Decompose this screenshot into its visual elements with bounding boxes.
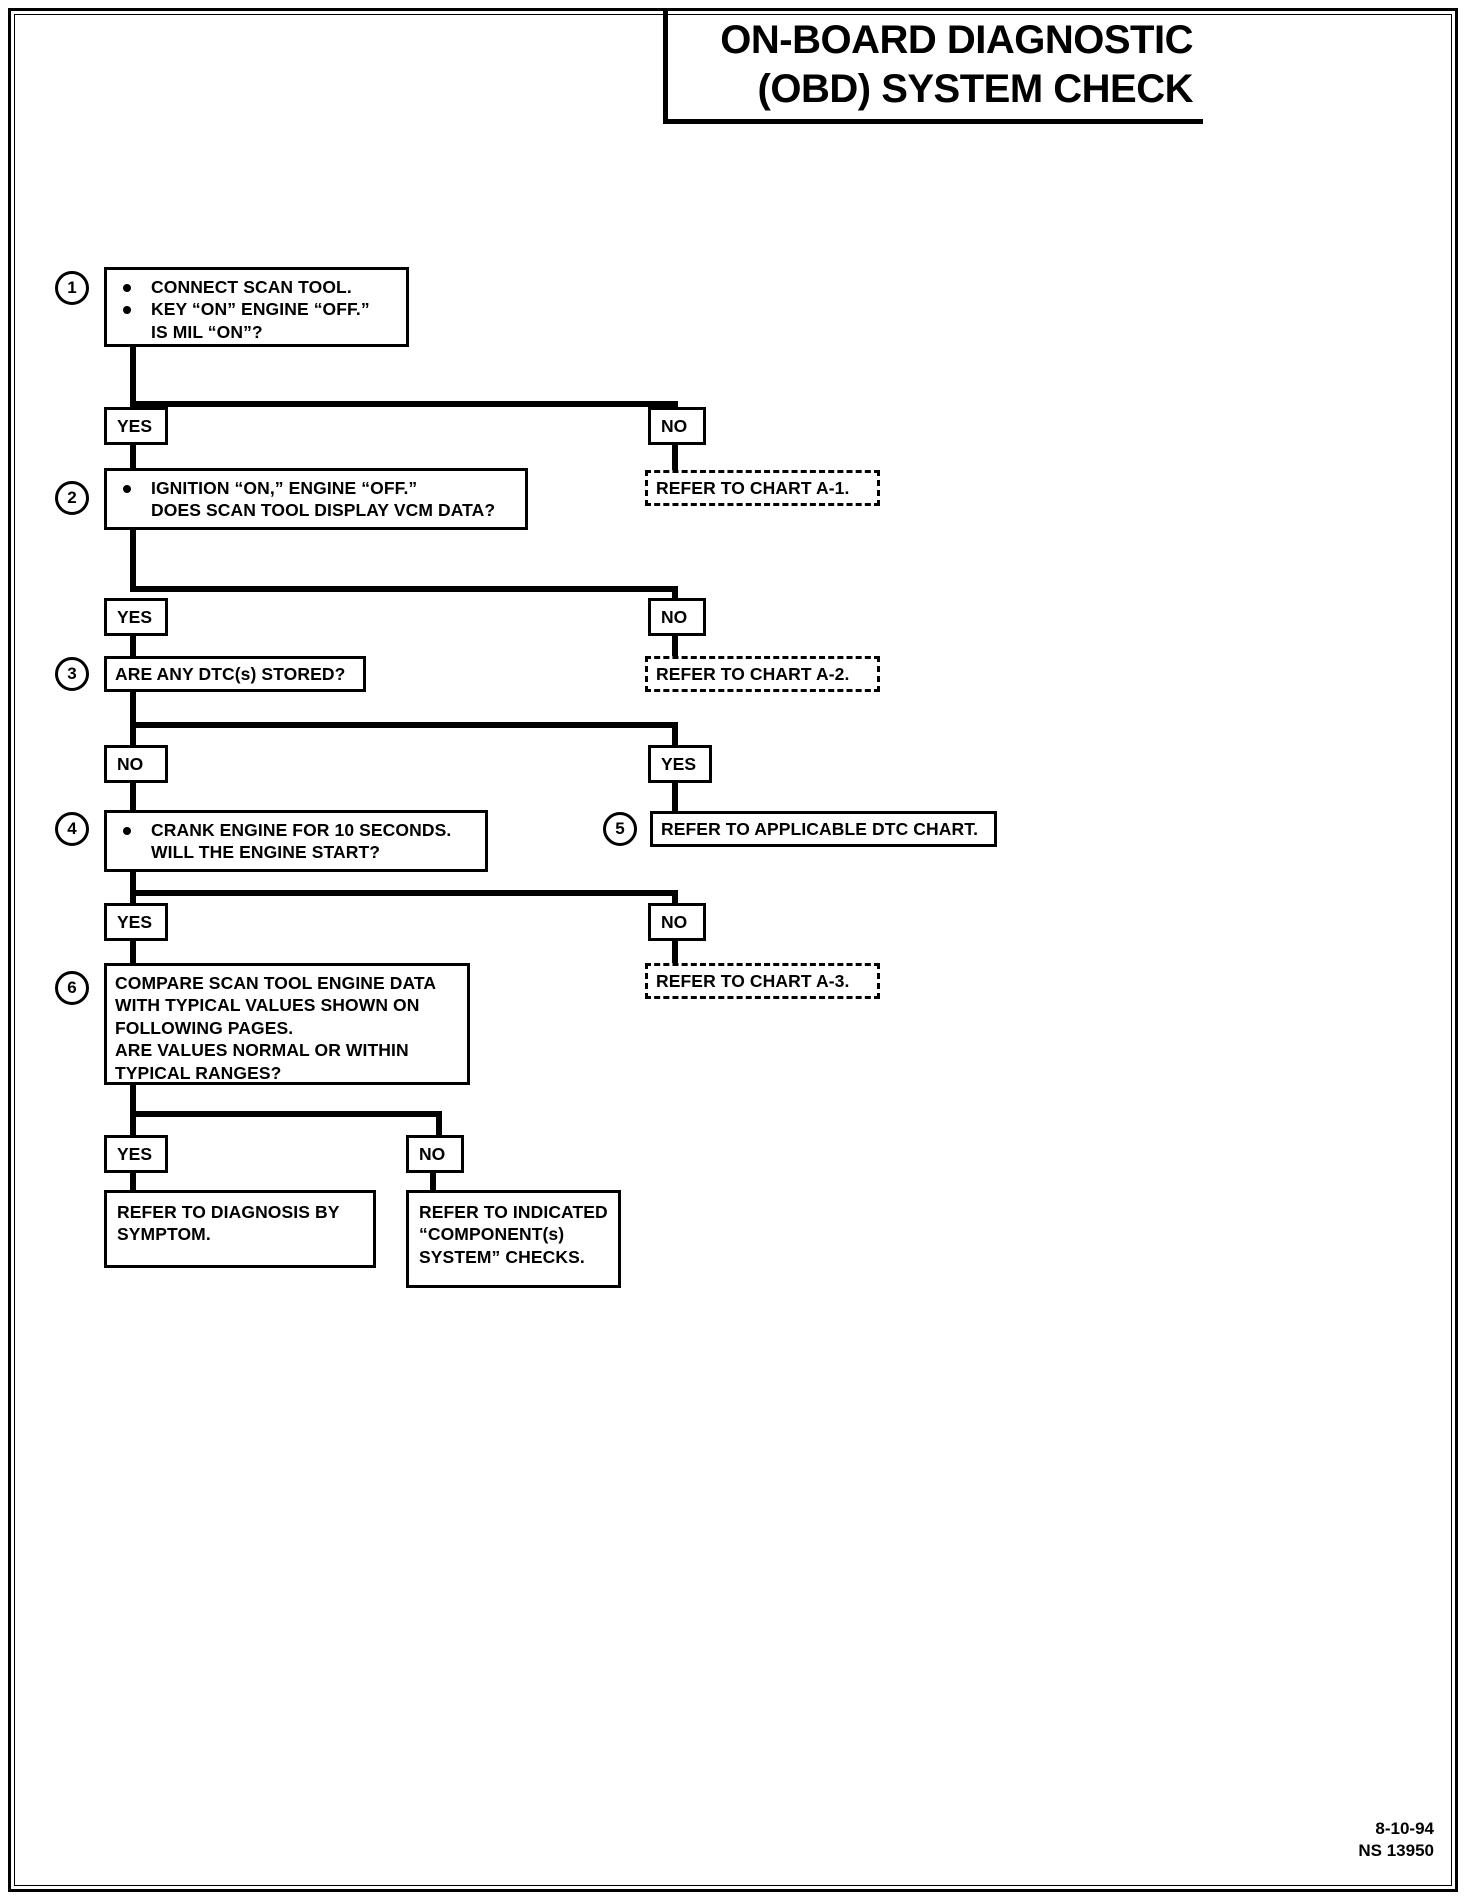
connector-yes3-down bbox=[672, 783, 678, 811]
connector-step2-down bbox=[130, 530, 136, 592]
result-diagnosis-by-symptom: REFER TO DIAGNOSIS BY SYMPTOM. bbox=[104, 1190, 376, 1268]
bullet-icon bbox=[123, 485, 131, 493]
result-diagnosis-line-2: SYMPTOM. bbox=[117, 1224, 211, 1245]
footer-code: NS 13950 bbox=[1358, 1840, 1434, 1860]
step-2-box: IGNITION “ON,” ENGINE “OFF.” DOES SCAN T… bbox=[104, 468, 528, 530]
footer-date: 8-10-94 bbox=[1375, 1818, 1434, 1838]
page-outer-border bbox=[8, 8, 1458, 1892]
branch-4-yes: YES bbox=[104, 903, 168, 941]
branch-3-yes: YES bbox=[648, 745, 712, 783]
reference-chart-a3: REFER TO CHART A-3. bbox=[645, 963, 880, 999]
branch-2-yes: YES bbox=[104, 598, 168, 636]
connector-no1-down bbox=[672, 445, 678, 471]
step-2-list: IGNITION “ON,” ENGINE “OFF.” DOES SCAN T… bbox=[117, 477, 516, 522]
step-6-line-4: ARE VALUES NORMAL OR WITHIN bbox=[115, 1040, 409, 1061]
step-2-line-1: IGNITION “ON,” ENGINE “OFF.” bbox=[117, 477, 516, 499]
connector-step6-across bbox=[130, 1111, 442, 1117]
connector-yes6-down bbox=[130, 1173, 136, 1193]
connector-step4-across bbox=[130, 890, 678, 896]
step-4-box: CRANK ENGINE FOR 10 SECONDS. WILL THE EN… bbox=[104, 810, 488, 872]
step-1-line-3: IS MIL “ON”? bbox=[151, 321, 263, 342]
connector-no4-down bbox=[672, 941, 678, 966]
connector-yes2-down bbox=[130, 636, 136, 658]
branch-3-no: NO bbox=[104, 745, 168, 783]
step-3-line-1: ARE ANY DTC(s) STORED? bbox=[115, 664, 346, 684]
step-1-list: CONNECT SCAN TOOL. KEY “ON” ENGINE “OFF.… bbox=[117, 276, 397, 343]
branch-4-no: NO bbox=[648, 903, 706, 941]
branch-6-yes: YES bbox=[104, 1135, 168, 1173]
reference-chart-a2: REFER TO CHART A-2. bbox=[645, 656, 880, 692]
connector-step3-across bbox=[130, 722, 678, 728]
connector-step2-across bbox=[130, 586, 678, 592]
connector-no2-down bbox=[672, 636, 678, 658]
page-inner-border bbox=[14, 14, 1452, 1886]
title-line-2: (OBD) SYSTEM CHECK bbox=[757, 67, 1194, 111]
reference-chart-a1-label: REFER TO CHART A-1. bbox=[656, 478, 850, 498]
reference-chart-a2-label: REFER TO CHART A-2. bbox=[656, 664, 850, 684]
step-1-box: CONNECT SCAN TOOL. KEY “ON” ENGINE “OFF.… bbox=[104, 267, 409, 347]
branch-2-no: NO bbox=[648, 598, 706, 636]
result-component-line-2: “COMPONENT(s) bbox=[419, 1224, 565, 1245]
connector-yes4-down bbox=[130, 941, 136, 966]
step-6-box: COMPARE SCAN TOOL ENGINE DATA WITH TYPIC… bbox=[104, 963, 470, 1085]
title-block: ON-BOARD DIAGNOSTIC (OBD) SYSTEM CHECK bbox=[663, 11, 1203, 124]
result-component-line-3: SYSTEM” CHECKS. bbox=[419, 1246, 585, 1267]
footer: 8-10-94 NS 13950 bbox=[1358, 1818, 1434, 1862]
step-5-box: REFER TO APPLICABLE DTC CHART. bbox=[650, 811, 997, 847]
step-1-line-2: KEY “ON” ENGINE “OFF.” bbox=[117, 298, 397, 320]
step-number-2: 2 bbox=[55, 481, 89, 515]
step-number-4: 4 bbox=[55, 812, 89, 846]
step-5-line-1: REFER TO APPLICABLE DTC CHART. bbox=[661, 819, 979, 839]
step-1-line-1: CONNECT SCAN TOOL. bbox=[117, 276, 397, 298]
step-2-line-2: DOES SCAN TOOL DISPLAY VCM DATA? bbox=[151, 500, 496, 521]
step-6-line-3: FOLLOWING PAGES. bbox=[115, 1017, 294, 1038]
bullet-icon bbox=[123, 284, 131, 292]
connector-step1-down bbox=[130, 347, 136, 407]
connector-step3-down bbox=[130, 692, 136, 750]
reference-chart-a3-label: REFER TO CHART A-3. bbox=[656, 971, 850, 991]
step-6-line-1: COMPARE SCAN TOOL ENGINE DATA bbox=[115, 973, 437, 993]
step-4-line-1: CRANK ENGINE FOR 10 SECONDS. bbox=[117, 819, 476, 841]
title-line-1: ON-BOARD DIAGNOSTIC bbox=[720, 18, 1193, 63]
step-4-list: CRANK ENGINE FOR 10 SECONDS. WILL THE EN… bbox=[117, 819, 476, 864]
branch-1-no: NO bbox=[648, 407, 706, 445]
branch-6-no: NO bbox=[406, 1135, 464, 1173]
connector-step6-to-no bbox=[436, 1111, 442, 1135]
step-3-box: ARE ANY DTC(s) STORED? bbox=[104, 656, 366, 692]
step-6-line-2: WITH TYPICAL VALUES SHOWN ON bbox=[115, 995, 420, 1016]
step-4-line-2: WILL THE ENGINE START? bbox=[151, 842, 381, 863]
step-number-5: 5 bbox=[603, 812, 637, 846]
connector-step4-to-no bbox=[672, 890, 678, 911]
connector-no3-down bbox=[130, 783, 136, 811]
result-component-line-1: REFER TO INDICATED bbox=[419, 1202, 608, 1222]
reference-chart-a1: REFER TO CHART A-1. bbox=[645, 470, 880, 506]
step-6-line-5: TYPICAL RANGES? bbox=[115, 1062, 282, 1083]
result-component-system-checks: REFER TO INDICATED “COMPONENT(s) SYSTEM”… bbox=[406, 1190, 621, 1288]
result-diagnosis-line-1: REFER TO DIAGNOSIS BY bbox=[117, 1202, 340, 1222]
connector-no6-down bbox=[430, 1173, 436, 1193]
step-number-3: 3 bbox=[55, 657, 89, 691]
branch-1-yes: YES bbox=[104, 407, 168, 445]
connector-step3-to-yes bbox=[672, 722, 678, 746]
bullet-icon bbox=[123, 306, 131, 315]
connector-step1-across bbox=[130, 401, 678, 407]
step-number-6: 6 bbox=[55, 971, 89, 1005]
step-number-1: 1 bbox=[55, 271, 89, 305]
connector-yes1-down bbox=[130, 445, 136, 471]
bullet-icon bbox=[123, 827, 131, 835]
